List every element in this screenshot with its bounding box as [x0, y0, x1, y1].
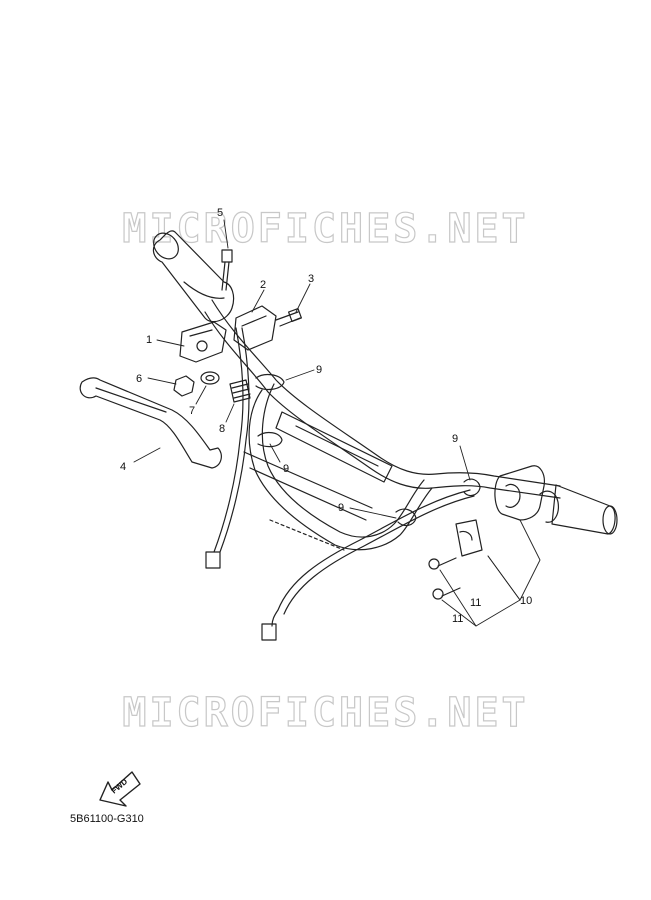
callout-6: 6 [136, 373, 142, 385]
fwd-arrow-icon [99, 771, 141, 807]
lever-holder [179, 321, 227, 363]
right-grip [539, 484, 618, 535]
washer-7 [200, 371, 220, 385]
right-switch-holder [455, 465, 545, 557]
wire-harness [205, 327, 475, 641]
callout-11-a: 11 [470, 597, 481, 609]
wire-band [255, 373, 481, 527]
callout-11-b: 11 [452, 613, 463, 625]
callout-9-b: 9 [283, 463, 289, 475]
watermark-top: MICROFICHES.NET [122, 205, 529, 252]
clutch-lever [79, 377, 222, 469]
callout-4: 4 [120, 461, 126, 473]
callout-5: 5 [217, 207, 223, 219]
adjuster-8 [229, 379, 251, 403]
left-grip [152, 230, 235, 323]
callout-9-d: 9 [338, 502, 344, 514]
screw-11 [428, 557, 461, 600]
watermark-bottom: MICROFICHES.NET [122, 689, 529, 736]
handlebar [204, 299, 561, 551]
bolt-5 [221, 249, 233, 291]
callout-1: 1 [146, 334, 152, 346]
callout-3: 3 [308, 273, 314, 285]
perch [233, 305, 303, 351]
callout-9-a: 9 [316, 364, 322, 376]
callout-8: 8 [219, 423, 225, 435]
callout-10: 10 [520, 595, 532, 607]
part-code: 5B61100-G310 [70, 813, 144, 825]
callout-9-c: 9 [452, 433, 458, 445]
fwd-label: FWD [110, 777, 130, 796]
nut-6 [173, 375, 195, 397]
callout-2: 2 [260, 279, 266, 291]
callout-7: 7 [189, 405, 195, 417]
leader-lines [133, 219, 541, 627]
